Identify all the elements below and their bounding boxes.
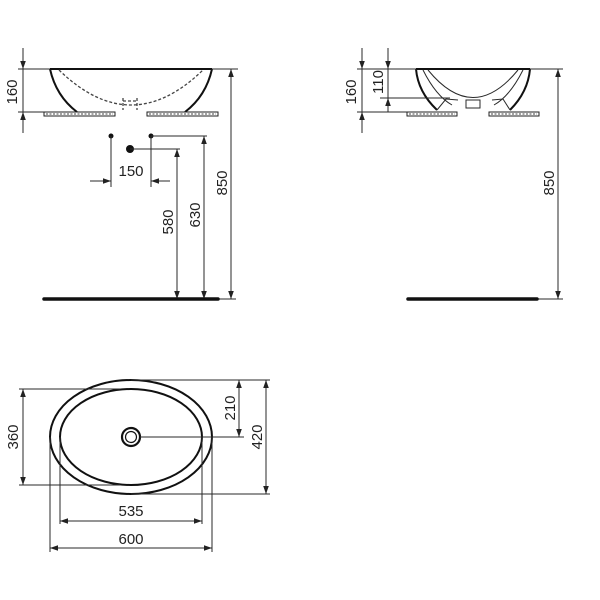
front-countertop [43,111,219,117]
side-height-label: 160 [343,79,360,104]
front-height-dimensions: 580 630 850 [160,68,238,300]
side-view: 160 110 850 [343,48,563,301]
side-basin-outline [415,68,531,111]
front-basin-outline [49,68,213,113]
supply-height-label: 630 [187,202,204,227]
side-countertop [406,111,540,117]
plan-inner-width-label: 535 [118,503,143,520]
tap-connection-points: 150 [90,133,207,187]
front-view: 160 150 580 630 850 [4,48,238,301]
side-inner-depth-label: 110 [370,70,387,94]
side-height-dimensions: 160 110 850 [343,48,563,300]
plan-waste-outlet [120,426,142,448]
front-height-label: 160 [4,79,21,104]
plan-outer-width-label: 600 [118,531,143,548]
tap-spacing-label: 150 [118,163,143,180]
waste-height-label: 580 [160,209,177,234]
side-rim-height-label: 850 [541,170,558,195]
plan-dimensions: 360 210 420 535 600 [5,379,270,552]
front-height-dimension: 160 [4,48,50,133]
plan-inner-depth-label: 360 [5,424,22,449]
plan-outer-depth-label: 420 [249,424,266,449]
rim-height-label: 850 [214,170,231,195]
plan-waste-offset-label: 210 [222,395,239,420]
plan-view: 360 210 420 535 600 [5,379,270,552]
